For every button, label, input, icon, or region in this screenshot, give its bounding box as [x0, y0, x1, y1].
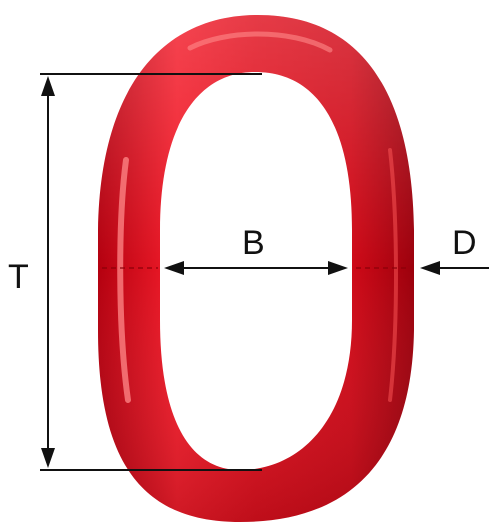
- dimension-d: [420, 261, 489, 275]
- master-link-ring: [98, 15, 414, 522]
- d-arrow: [420, 261, 440, 275]
- b-label: B: [242, 224, 265, 262]
- t-arrow-bottom: [41, 448, 55, 468]
- b-arrow-left: [164, 261, 184, 275]
- t-arrow-top: [41, 76, 55, 96]
- dimension-b: [164, 261, 348, 275]
- t-label: T: [8, 258, 29, 296]
- ring-shading: [98, 15, 414, 522]
- ring-highlight-right: [388, 148, 398, 402]
- ring-highlight-top: [187, 31, 333, 53]
- b-arrow-right: [328, 261, 348, 275]
- ring-highlight-left: [117, 157, 131, 403]
- dimension-t: [40, 73, 262, 471]
- d-label: D: [452, 224, 477, 262]
